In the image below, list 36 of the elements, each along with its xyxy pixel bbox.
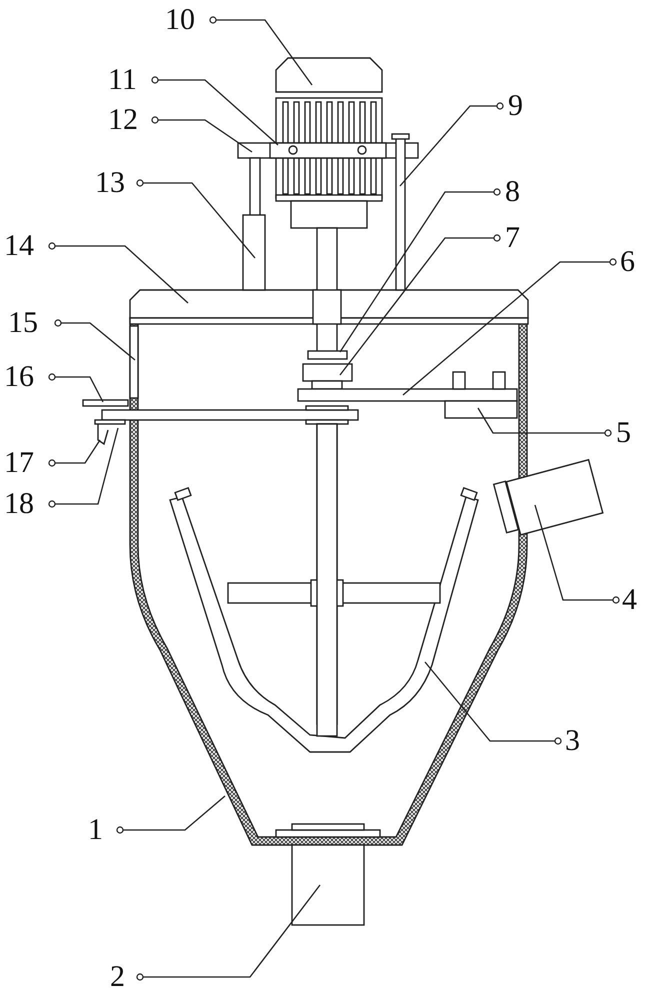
callout-number: 5 (616, 418, 631, 448)
leader-line (48, 428, 119, 508)
callout-number: 13 (95, 168, 125, 198)
leader-line (116, 796, 226, 834)
leader-line (424, 662, 562, 745)
callout-number: 12 (108, 105, 138, 135)
leader-line (151, 76, 278, 146)
leader-line (48, 373, 104, 402)
callout-number: 7 (505, 223, 520, 253)
callout-number: 18 (4, 489, 34, 519)
callout-number: 17 (4, 448, 34, 478)
callout-number: 2 (110, 962, 125, 992)
callout-number: 10 (165, 5, 195, 35)
callout-number: 15 (8, 308, 38, 338)
leader-line (151, 116, 252, 153)
leader-line (136, 884, 321, 981)
leader-line (400, 102, 504, 186)
leader-line (136, 179, 256, 258)
leader-line (339, 188, 501, 352)
callout-number: 14 (4, 231, 34, 261)
callout-number: 1 (88, 815, 103, 845)
leader-line (209, 16, 313, 86)
leader-line (534, 504, 620, 604)
callout-number: 3 (565, 726, 580, 756)
leader-line (477, 408, 612, 437)
callout-number: 16 (4, 362, 34, 392)
callout-number: 9 (508, 91, 523, 121)
callout-number: 11 (108, 65, 137, 95)
leader-line (48, 242, 188, 304)
leader-line (48, 440, 101, 467)
leader-line (54, 319, 136, 360)
callout-number: 8 (505, 177, 520, 207)
leader-line (339, 234, 501, 376)
leader-line (402, 258, 617, 396)
callout-number: 4 (622, 585, 637, 615)
callout-number: 6 (620, 247, 635, 277)
